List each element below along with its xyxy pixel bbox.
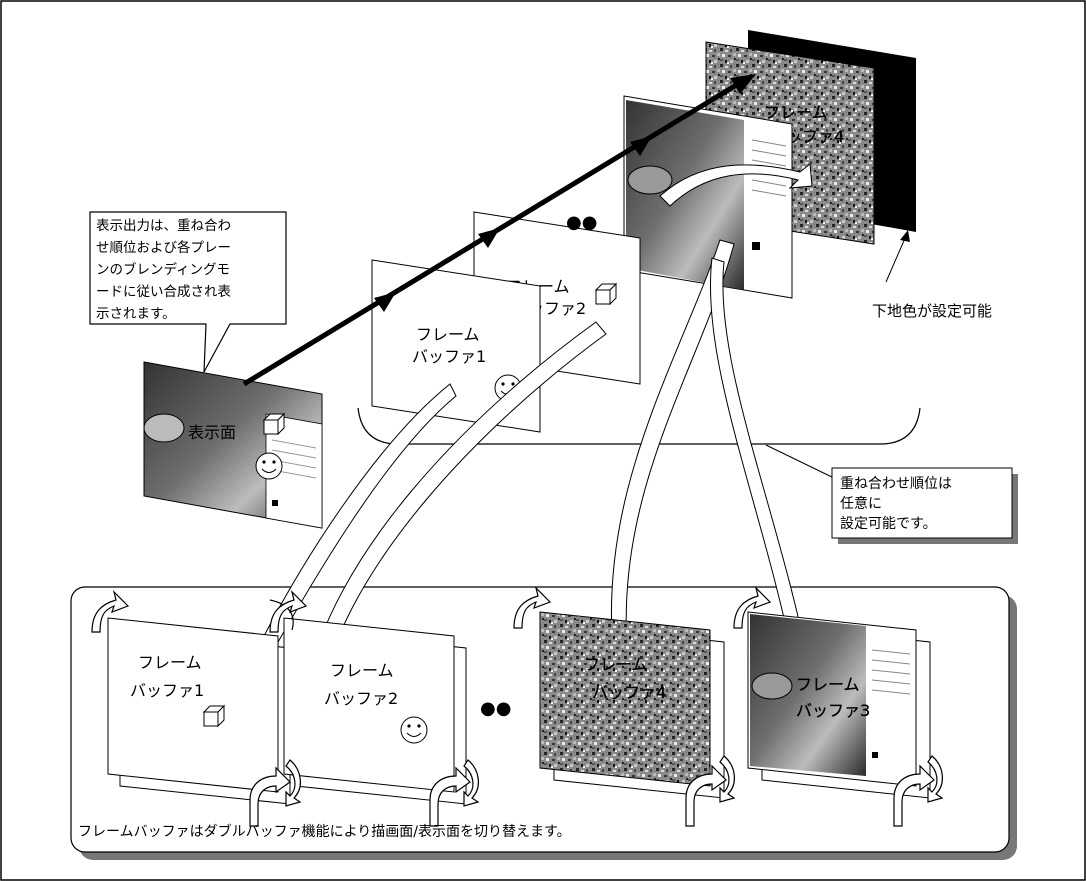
fb3-bottom-label-line2: バッファ3 (796, 701, 870, 720)
flip-arrow-bl-1 (249, 766, 291, 827)
flip-arrow-tl-3 (733, 586, 772, 629)
flip-arrow-tl-1 (91, 590, 130, 633)
fb1-bottom-label-line2: バッファ1 (130, 681, 204, 700)
left-callout-text: 表示出力は、重ね合わ せ順位および各プレー ンのブレンディングモ ードに従い合成… (96, 218, 235, 322)
right-callout-text: 重ね合わせ順位は 任意に 設定可能です。 (840, 476, 956, 532)
background-annotation-arrowhead (900, 230, 910, 242)
display-smiley-icon (255, 452, 283, 480)
fb1-cube-icon (202, 704, 226, 728)
display-brand-mark (272, 500, 278, 506)
fb3-car-icon (627, 165, 673, 195)
arrow-fb2-to-layer2 (305, 321, 607, 691)
fb2-bottom-label-line2: バッファ2 (324, 689, 398, 708)
display-cube-icon (262, 412, 286, 436)
display-surface-label: 表示面 (188, 423, 236, 442)
layer-ellipsis: ●● (566, 212, 597, 233)
flip-arrow-br-3 (927, 755, 944, 803)
buffer-ellipsis: ●● (480, 698, 511, 719)
left-callout-line: ードに従い合成され表 (96, 284, 231, 300)
cube-icon (594, 282, 618, 306)
arrowhead-fb2 (478, 228, 500, 248)
right-callout-line: 任意に (840, 495, 882, 512)
flip-arrow-tl-2 (269, 590, 308, 633)
arrow-fb3-to-layer3 (709, 257, 807, 655)
right-callout-box (831, 467, 1013, 539)
layer-bracket (357, 407, 921, 445)
fb1-label-line2: バッファ1 (412, 347, 486, 366)
flip-arrow-bl-2 (429, 766, 471, 827)
fb4-label-line1: フレーム (764, 103, 828, 122)
arrowhead-fb1 (374, 292, 396, 312)
fb3-bottom-text-lines (871, 649, 911, 695)
fb4-bottom-label-line1: フレーム (584, 655, 648, 674)
background-annotation-line (885, 235, 907, 283)
left-callout-line: ンのブレンディングモ (96, 261, 230, 278)
fb2-front-buffer (283, 617, 455, 793)
fb3-photo (626, 100, 744, 290)
fb2-bottom-label-line1: フレーム (330, 661, 394, 680)
flip-arrow-br-2 (463, 759, 480, 807)
fb1-bottom-label-line1: フレーム (138, 653, 202, 672)
flip-arrow-br-4 (719, 755, 736, 803)
bottom-caption: フレームバッファはダブルバッファ機能により描画面/表示面を切り替えます。 (78, 823, 571, 840)
fb3-brand-mark (752, 242, 760, 250)
fb3-bottom-label-line1: フレーム (796, 675, 860, 694)
arrow-to-fb4-top (659, 163, 813, 207)
display-surface-text-panel (265, 413, 323, 529)
fb3-bottom-car-icon (751, 672, 793, 700)
fb4-bottom-label-line2: バッファ4 (592, 683, 666, 702)
display-car-icon (143, 413, 185, 443)
fb3-bottom-photo (750, 614, 866, 776)
left-callout-line: せ順位および各プレー (96, 240, 231, 256)
right-callout-line: 設定可能です。 (840, 516, 937, 532)
left-callout-line: 示されます。 (96, 306, 176, 322)
flip-arrow-bl-4 (685, 764, 727, 827)
background-color-label: 下地色が設定可能 (872, 302, 992, 320)
fb3-bottom-brand-mark (872, 752, 878, 758)
arrowhead-top (730, 74, 756, 94)
fb4-front-buffer (539, 611, 711, 787)
left-callout-box (89, 211, 287, 373)
flip-arrow-tl-4 (513, 586, 552, 629)
fb1-label-line1: フレーム (416, 325, 480, 344)
right-callout-line: 重ね合わせ順位は (840, 476, 952, 492)
arrowhead-fb3 (630, 136, 652, 156)
flip-arrow-br-1 (285, 759, 302, 807)
left-callout-line: 表示出力は、重ね合わ (96, 218, 231, 234)
fb2-smiley-icon (400, 716, 428, 744)
flip-arrow-bl-3 (893, 764, 935, 827)
bracket-callout-line (765, 444, 839, 481)
flip-arrows (91, 586, 944, 827)
fb1-front-buffer (107, 617, 279, 793)
